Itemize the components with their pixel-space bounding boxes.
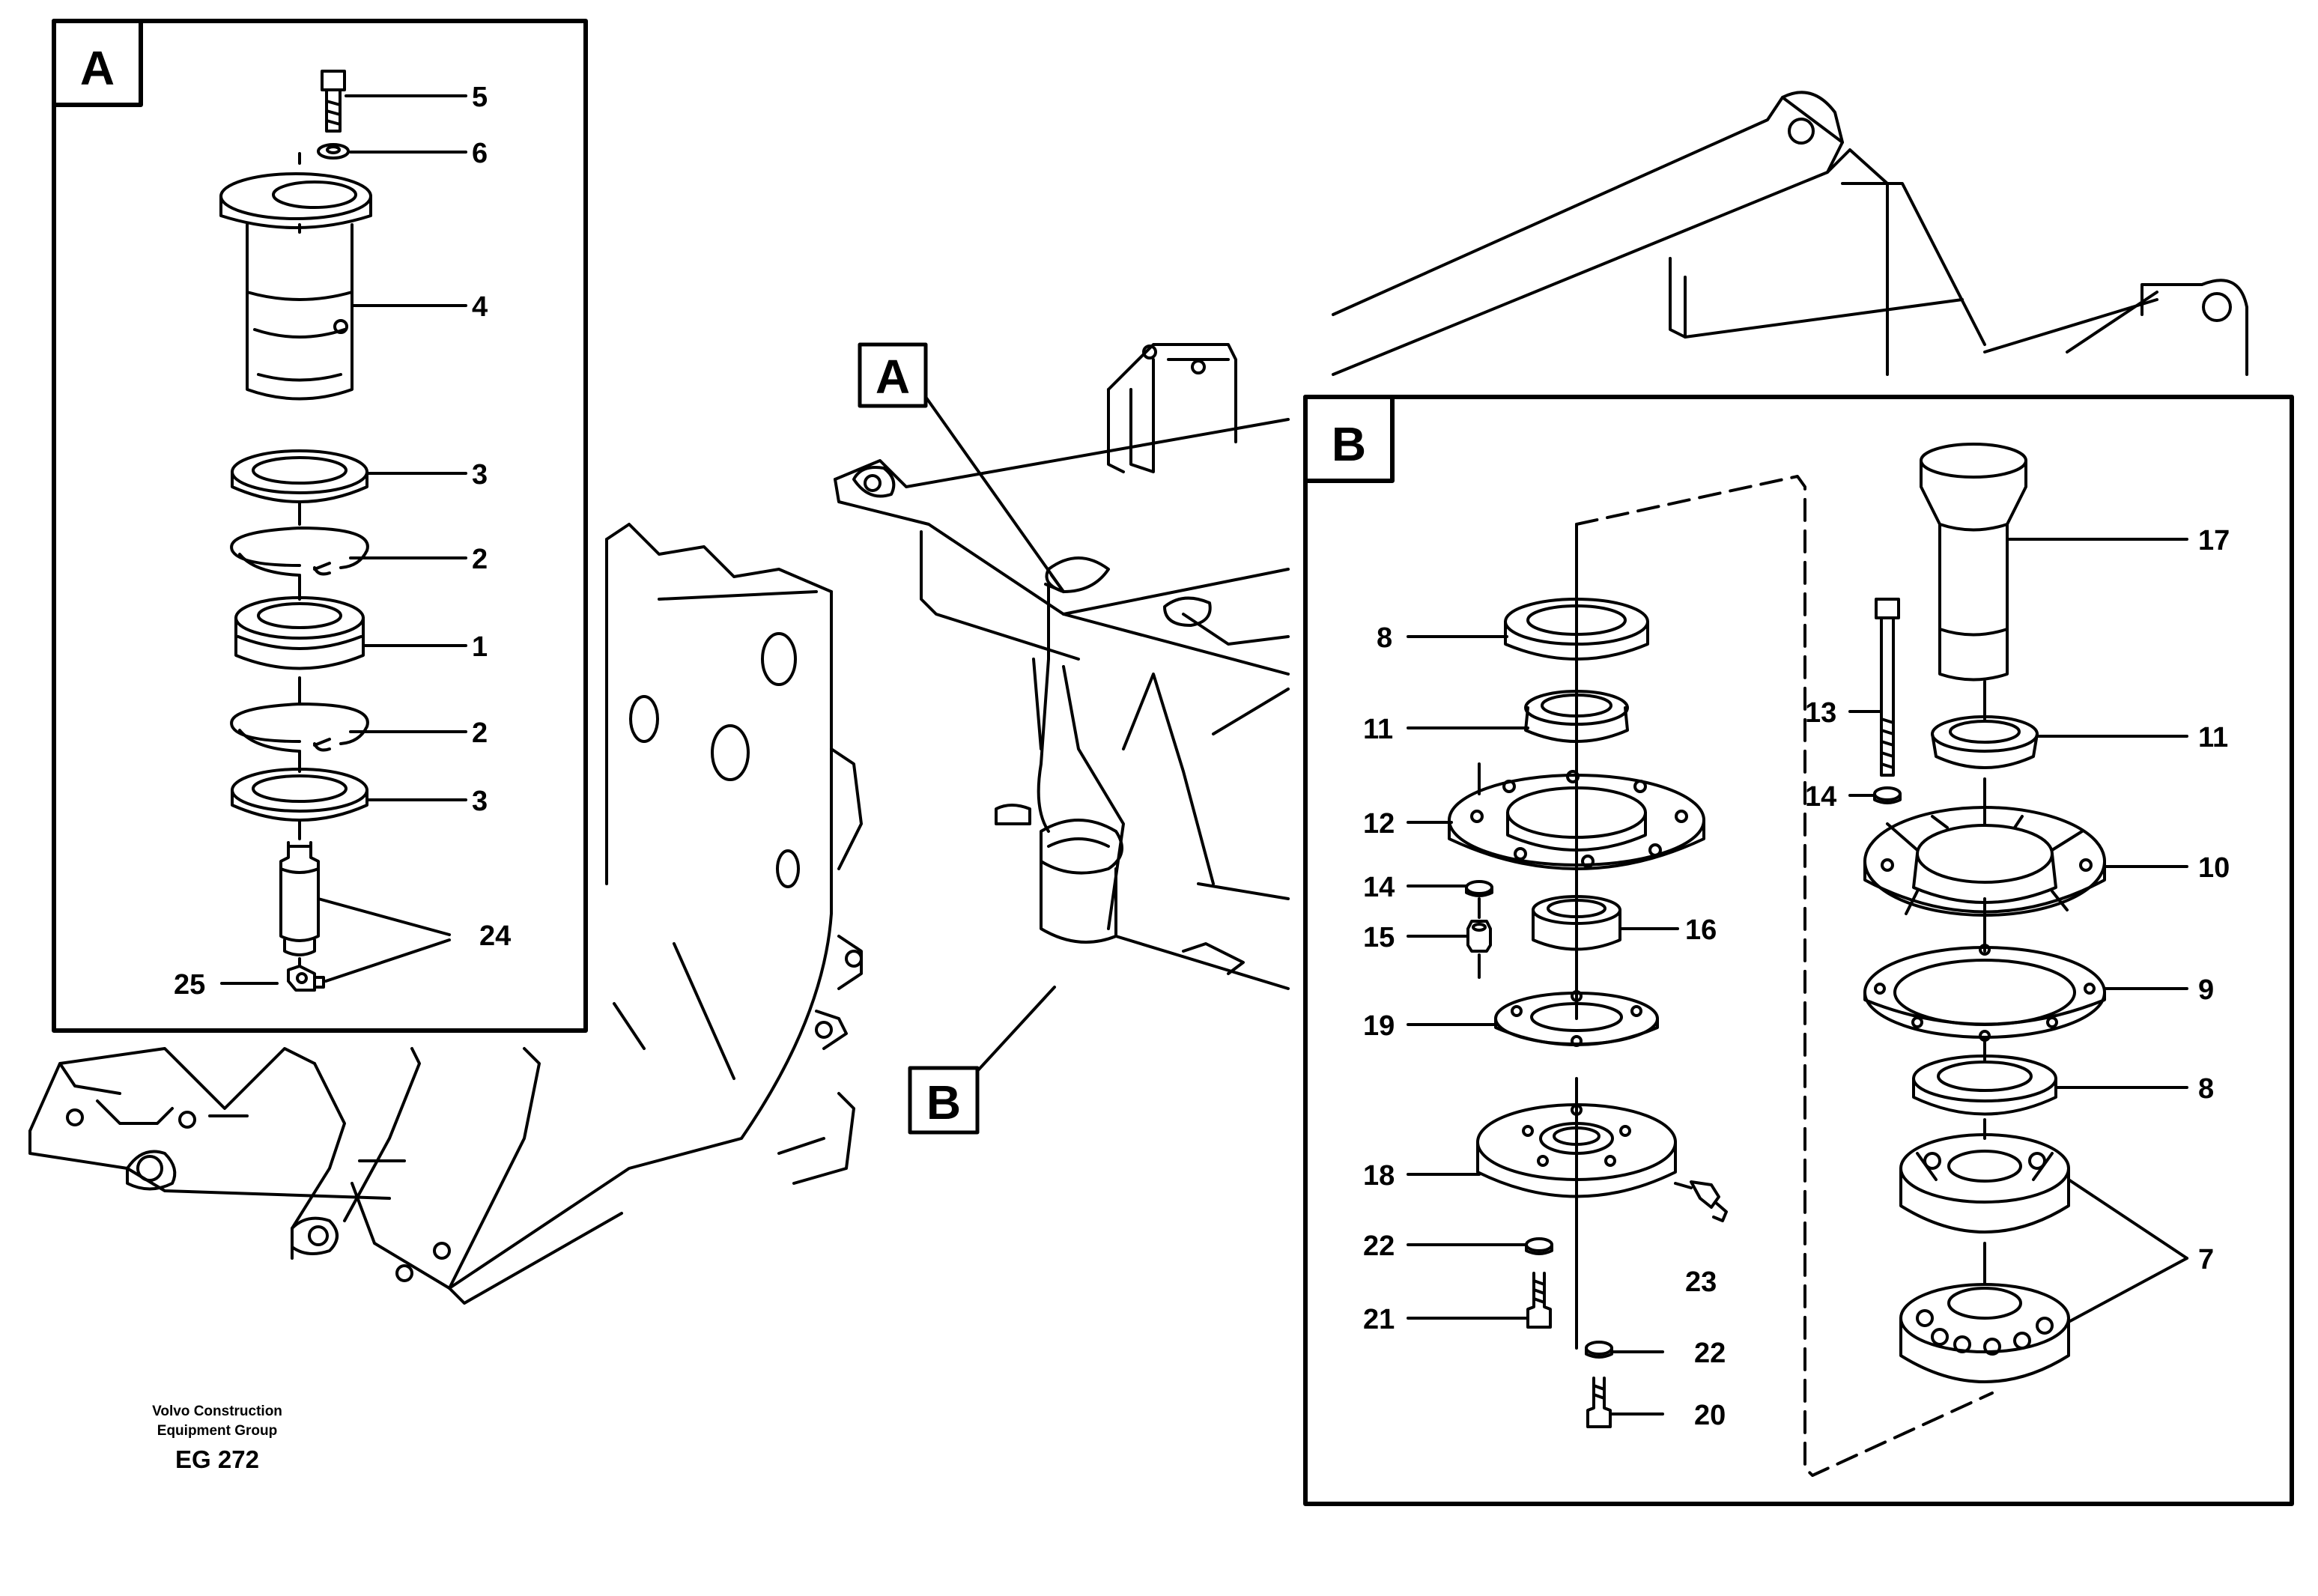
marker-b-label: B bbox=[926, 1075, 961, 1129]
marker-a-leader bbox=[924, 395, 1065, 593]
callout-label: 3 bbox=[472, 786, 488, 817]
callout-label: 17 bbox=[2198, 525, 2230, 556]
callout-label: 11 bbox=[1363, 714, 1393, 745]
panel-b-parts bbox=[1407, 443, 2188, 1477]
panel-a-letter-box bbox=[52, 19, 143, 107]
callout-label: 3 bbox=[472, 459, 488, 491]
callout-label: 1 bbox=[472, 631, 488, 663]
callout-label: 7 bbox=[2198, 1244, 2214, 1275]
callout-label: 18 bbox=[1363, 1160, 1395, 1192]
caption-line-2: Equipment Group bbox=[157, 1423, 277, 1439]
callout-label: 12 bbox=[1363, 808, 1395, 840]
marker-a-label: A bbox=[876, 350, 910, 404]
callout-label: 8 bbox=[1377, 622, 1392, 654]
callout-label: 21 bbox=[1363, 1304, 1395, 1335]
marker-a-box bbox=[858, 342, 928, 408]
callout-label: 23 bbox=[1685, 1266, 1717, 1298]
figure-code: EG 272 bbox=[175, 1445, 259, 1473]
panel-b-letter: B bbox=[1332, 417, 1366, 471]
callout-label: 19 bbox=[1363, 1010, 1395, 1042]
callout-label: 22 bbox=[1363, 1231, 1395, 1262]
callout-label: 20 bbox=[1694, 1400, 1726, 1431]
panel-b-letter-box bbox=[1303, 395, 1395, 483]
panel-a-callouts: 5 6 4 3 2 1 2 3 24 25 bbox=[174, 82, 511, 1001]
caption: Volvo Construction Equipment Group EG 27… bbox=[152, 1404, 282, 1473]
callout-label: 11 bbox=[2198, 722, 2228, 753]
callout-label: 25 bbox=[174, 969, 205, 1001]
panel-b-callouts: 8 11 12 14 15 16 19 18 22 21 23 22 20 17… bbox=[1363, 525, 2230, 1431]
callout-label: 10 bbox=[2198, 852, 2230, 884]
callout-label: 2 bbox=[472, 544, 488, 575]
marker-b-box bbox=[908, 1066, 980, 1135]
callout-label: 14 bbox=[1363, 872, 1395, 903]
marker-b-leader bbox=[976, 986, 1056, 1072]
callout-label: 22 bbox=[1694, 1338, 1726, 1369]
callout-label: 5 bbox=[472, 82, 488, 113]
caption-line-1: Volvo Construction bbox=[152, 1404, 282, 1419]
callout-label: 14 bbox=[1805, 781, 1836, 813]
callout-label: 8 bbox=[2198, 1073, 2214, 1105]
callout-label: 6 bbox=[472, 138, 488, 169]
loader-frame-drawing bbox=[28, 91, 2248, 1305]
panel-a-parts bbox=[219, 70, 467, 992]
callout-label: 2 bbox=[472, 717, 488, 749]
callout-label: 4 bbox=[472, 291, 488, 323]
callout-label: 13 bbox=[1805, 697, 1836, 729]
callout-label: 9 bbox=[2198, 974, 2214, 1006]
callout-label: 15 bbox=[1363, 922, 1395, 953]
panel-b-frame bbox=[1303, 395, 2294, 1506]
callout-label: 16 bbox=[1685, 914, 1717, 946]
callout-label: 24 bbox=[479, 920, 511, 952]
panel-a-letter: A bbox=[80, 41, 115, 95]
